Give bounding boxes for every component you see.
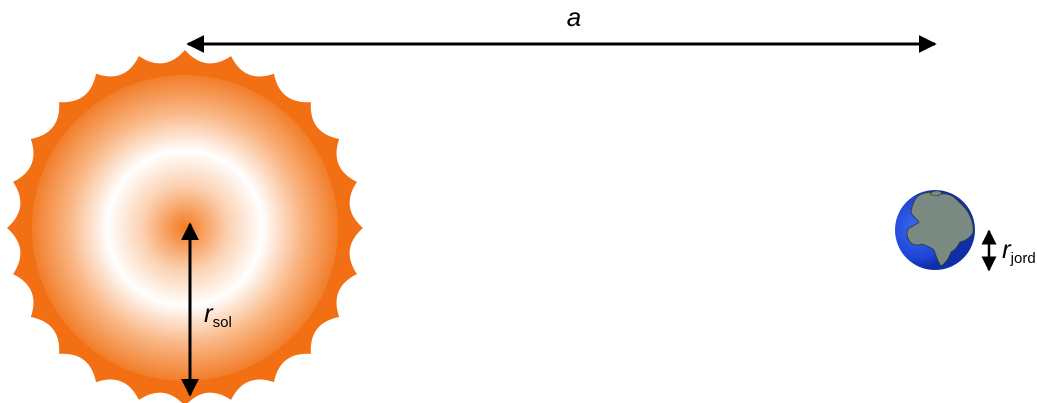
earth-globe-icon xyxy=(895,190,975,270)
earth-radius-label: rjord xyxy=(1002,234,1036,267)
sun-disk xyxy=(32,75,338,381)
distance-label: a xyxy=(567,2,581,32)
sun-icon xyxy=(7,50,363,403)
